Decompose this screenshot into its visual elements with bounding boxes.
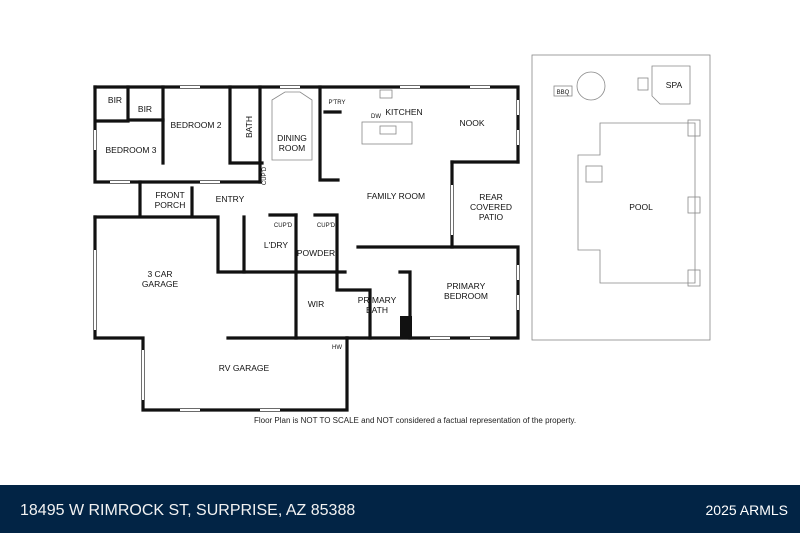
room-label-bath: BATH bbox=[244, 116, 254, 138]
label-bbq: BBQ bbox=[557, 90, 570, 96]
room-label-wir: WIR bbox=[308, 299, 325, 309]
room-label-patio-3: PATIO bbox=[479, 212, 504, 222]
floor-plan: BIR BIR BEDROOM 2 BEDROOM 3 BATH DINING … bbox=[93, 54, 711, 412]
room-label-entry: ENTRY bbox=[216, 194, 245, 204]
room-label-nook: NOOK bbox=[459, 118, 484, 128]
label-dishwasher: DW bbox=[371, 114, 381, 120]
pool-outline bbox=[577, 122, 696, 284]
room-label-dining: DINING bbox=[277, 133, 307, 143]
property-address: 18495 W RIMROCK ST, SURPRISE, AZ 85388 bbox=[20, 502, 356, 519]
room-label-primary-bedroom: PRIMARY bbox=[447, 281, 486, 291]
room-label-cupd: CUP'D bbox=[262, 166, 268, 185]
room-label-kitchen: KITCHEN bbox=[385, 107, 422, 117]
room-label-patio-2: COVERED bbox=[470, 202, 512, 212]
room-label-cupd: CUP'D bbox=[317, 223, 336, 229]
fixtures bbox=[271, 89, 413, 161]
room-labels: BIR BIR BEDROOM 2 BEDROOM 3 BATH DINING … bbox=[105, 80, 682, 373]
room-label-laundry: L'DRY bbox=[264, 240, 288, 250]
room-label-family-room: FAMILY ROOM bbox=[367, 191, 425, 201]
room-label-bedroom-2: BEDROOM 2 bbox=[170, 120, 221, 130]
room-label-rv-garage: RV GARAGE bbox=[219, 363, 270, 373]
label-pool: POOL bbox=[629, 202, 653, 212]
room-label-garage-2: GARAGE bbox=[142, 279, 179, 289]
footer-bar: 18495 W RIMROCK ST, SURPRISE, AZ 85388 2… bbox=[0, 485, 800, 533]
label-spa: SPA bbox=[666, 80, 683, 90]
room-label-bir: BIR bbox=[138, 104, 152, 114]
room-label-bir: BIR bbox=[108, 95, 122, 105]
label-water-heater: HW bbox=[332, 345, 342, 351]
room-label-bedroom-3: BEDROOM 3 bbox=[105, 145, 156, 155]
room-label-front-porch-2: PORCH bbox=[155, 200, 186, 210]
room-label-primary-bath-2: BATH bbox=[366, 305, 388, 315]
room-label-patio: REAR bbox=[479, 192, 503, 202]
disclaimer: Floor Plan is NOT TO SCALE and NOT consi… bbox=[253, 416, 577, 425]
backyard bbox=[531, 54, 711, 341]
room-label-primary-bedroom-2: BEDROOM bbox=[444, 291, 488, 301]
room-label-primary-bath: PRIMARY bbox=[358, 295, 397, 305]
room-label-pantry: P'TRY bbox=[328, 100, 345, 106]
copyright-watermark: 2025 ARMLS bbox=[705, 502, 789, 518]
room-label-powder: POWDER bbox=[297, 248, 335, 258]
room-label-garage: 3 CAR bbox=[147, 269, 172, 279]
spa-outline bbox=[651, 65, 691, 105]
windows bbox=[94, 86, 519, 411]
room-label-dining-2: ROOM bbox=[279, 143, 305, 153]
room-label-cupd: CUP'D bbox=[274, 223, 293, 229]
room-label-front-porch: FRONT bbox=[155, 190, 184, 200]
